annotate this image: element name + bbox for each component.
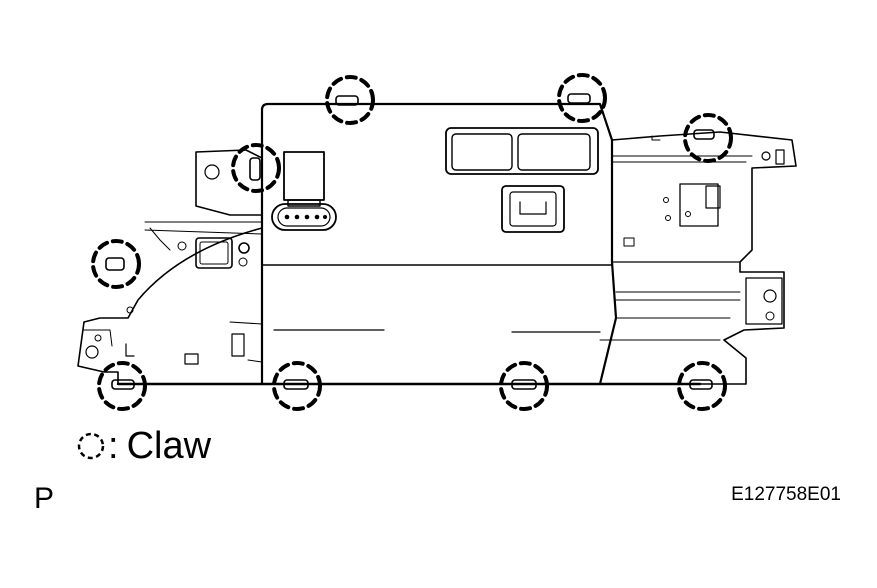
right-bracket (599, 131, 797, 385)
main-housing (260, 102, 618, 386)
dashed-circle-icon (77, 432, 105, 460)
claw-marker-top-right (557, 73, 607, 123)
claw-marker-bottom-4 (677, 361, 727, 411)
legend-separator: : (108, 425, 119, 467)
left-bracket (77, 149, 263, 385)
claw-marker-top-left (325, 75, 375, 125)
figure-id: E127758E01 (731, 484, 841, 505)
claw-marker-left-side (91, 239, 141, 289)
claw-markers (91, 73, 733, 411)
claw-marker-bottom-1 (97, 361, 147, 411)
claw-marker-bottom-2 (272, 361, 322, 411)
claw-marker-right-bracket (683, 113, 733, 163)
legend: : Claw (76, 424, 211, 468)
claw-marker-left-connector (231, 143, 281, 193)
claw-slots (105, 93, 715, 390)
view-letter: P (34, 482, 55, 515)
claw-marker-bottom-3 (499, 361, 549, 411)
legend-label: Claw (126, 425, 212, 467)
